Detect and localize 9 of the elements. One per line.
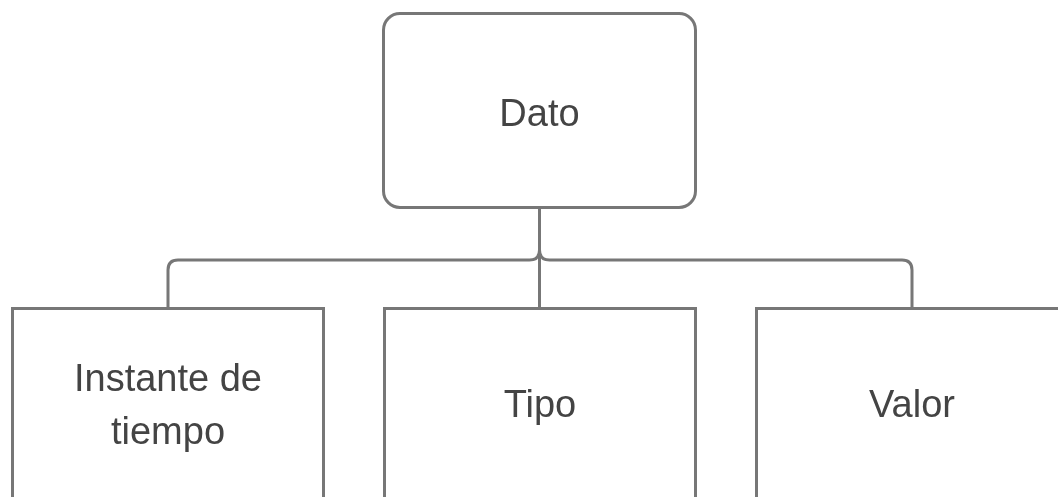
node-label: Instante de tiempo: [72, 355, 263, 454]
node-label: Dato: [499, 90, 580, 136]
connector-line: [538, 209, 914, 307]
node-label: Valor: [869, 382, 955, 428]
node-label: Tipo: [503, 382, 577, 428]
box: [755, 307, 1058, 497]
box: [383, 307, 697, 497]
box: [11, 307, 325, 497]
rounded-box: [382, 12, 697, 209]
